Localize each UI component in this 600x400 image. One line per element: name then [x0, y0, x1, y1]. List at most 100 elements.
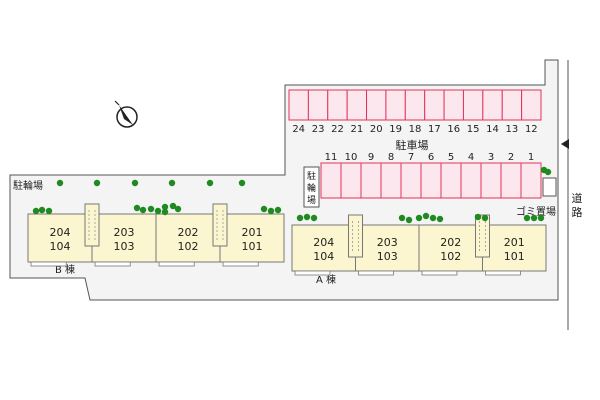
- parking-number-5: 5: [448, 152, 454, 163]
- parking-space-3: [480, 162, 502, 199]
- tree-31: [481, 214, 489, 222]
- building-a-unit-lower-104: 104: [313, 250, 334, 263]
- tree-15: [169, 202, 177, 210]
- building-a-stair-3: [475, 214, 490, 258]
- building-a-unit-104: [291, 224, 356, 272]
- building-a-unit-102: [418, 224, 483, 272]
- building-b-unit-lower-103: 103: [114, 240, 135, 253]
- building-a-unit-lower-101: 101: [504, 250, 525, 263]
- parking-number-1: 1: [528, 152, 534, 163]
- tree-29: [436, 215, 444, 223]
- parking-space-19: [385, 89, 406, 121]
- tree-4: [168, 179, 176, 187]
- motorbike-parking-label-2: 輪: [307, 182, 316, 194]
- parking-number-17: 17: [428, 124, 441, 135]
- building-b-unit-101: [219, 213, 285, 263]
- parking-space-22: [327, 89, 348, 121]
- entrance-arrow-icon: [561, 139, 569, 149]
- building-b-unit-lower-101: 101: [242, 240, 263, 253]
- tree-10: [133, 204, 141, 212]
- parking-space-5: [440, 162, 462, 199]
- tree-20: [274, 206, 282, 214]
- tree-8: [38, 206, 46, 214]
- tree-1: [56, 179, 64, 187]
- tree-25: [405, 216, 413, 224]
- parking-number-12: 12: [525, 124, 538, 135]
- tree-21: [296, 214, 304, 222]
- tree-12: [147, 205, 155, 213]
- parking-space-8: [380, 162, 402, 199]
- tree-22: [303, 213, 311, 221]
- building-a-balcony-102: [421, 270, 458, 276]
- parking-number-9: 9: [368, 152, 374, 163]
- parking-number-13: 13: [506, 124, 519, 135]
- parking-number-4: 4: [468, 152, 474, 163]
- north-arrow-icon: [114, 100, 138, 128]
- building-b-balcony-103: [94, 261, 131, 267]
- building-b-stair-3: [212, 203, 228, 247]
- road-label-1: 道: [572, 191, 583, 205]
- building-a-unit-lower-102: 102: [440, 250, 461, 263]
- building-a-unit-upper-201: 201: [504, 236, 525, 249]
- parking-number-21: 21: [350, 124, 363, 135]
- parking-lot-label: 駐車場: [396, 138, 429, 152]
- tree-36: [544, 168, 552, 176]
- building-b-balcony-101: [222, 261, 259, 267]
- parking-space-15: [462, 89, 484, 121]
- parking-space-11: [320, 162, 342, 199]
- tree-9: [45, 207, 53, 215]
- garbage-area-box: [542, 177, 557, 197]
- parking-number-3: 3: [488, 152, 494, 163]
- parking-space-7: [400, 162, 422, 199]
- building-b-unit-upper-202: 202: [178, 226, 199, 239]
- tree-19: [267, 207, 275, 215]
- tree-34: [537, 214, 545, 222]
- parking-space-10: [340, 162, 362, 199]
- building-a-unit-103: [355, 224, 420, 272]
- parking-number-10: 10: [345, 152, 358, 163]
- building-b-unit-upper-204: 204: [50, 226, 71, 239]
- parking-space-21: [346, 89, 368, 121]
- tree-14: [161, 203, 169, 211]
- parking-space-9: [360, 162, 382, 199]
- parking-space-6: [420, 162, 442, 199]
- parking-space-20: [366, 89, 387, 121]
- parking-number-15: 15: [467, 124, 480, 135]
- tree-23: [310, 214, 318, 222]
- tree-27: [422, 212, 430, 220]
- building-a-unit-upper-203: 203: [377, 236, 398, 249]
- building-b-unit-lower-104: 104: [50, 240, 71, 253]
- building-a-stair-1: [348, 214, 363, 258]
- building-a-label: A 棟: [316, 273, 336, 286]
- tree-5: [206, 179, 214, 187]
- parking-space-23: [307, 89, 329, 121]
- building-b-stair-1: [84, 203, 100, 247]
- parking-number-23: 23: [312, 124, 325, 135]
- tree-30: [474, 213, 482, 221]
- parking-number-8: 8: [388, 152, 394, 163]
- motorbike-parking-box: [303, 166, 320, 208]
- parking-space-14: [482, 89, 503, 121]
- parking-space-4: [460, 162, 482, 199]
- tree-3: [131, 179, 139, 187]
- tree-26: [415, 214, 423, 222]
- building-a-balcony-103: [358, 270, 394, 276]
- tree-17: [161, 208, 169, 216]
- tree-11: [139, 206, 147, 214]
- parking-number-16: 16: [447, 124, 460, 135]
- building-b-unit-upper-203: 203: [114, 226, 135, 239]
- parking-space-2: [500, 162, 522, 199]
- road-label-2: 路: [572, 206, 583, 219]
- tree-6: [238, 179, 246, 187]
- garbage-area-label: ゴミ置場: [516, 205, 556, 218]
- tree-32: [523, 214, 531, 222]
- parking-number-11: 11: [325, 152, 338, 163]
- parking-number-22: 22: [331, 124, 344, 135]
- parking-space-18: [404, 89, 426, 121]
- building-b-unit-lower-102: 102: [178, 240, 199, 253]
- tree-7: [32, 207, 40, 215]
- tree-28: [429, 214, 437, 222]
